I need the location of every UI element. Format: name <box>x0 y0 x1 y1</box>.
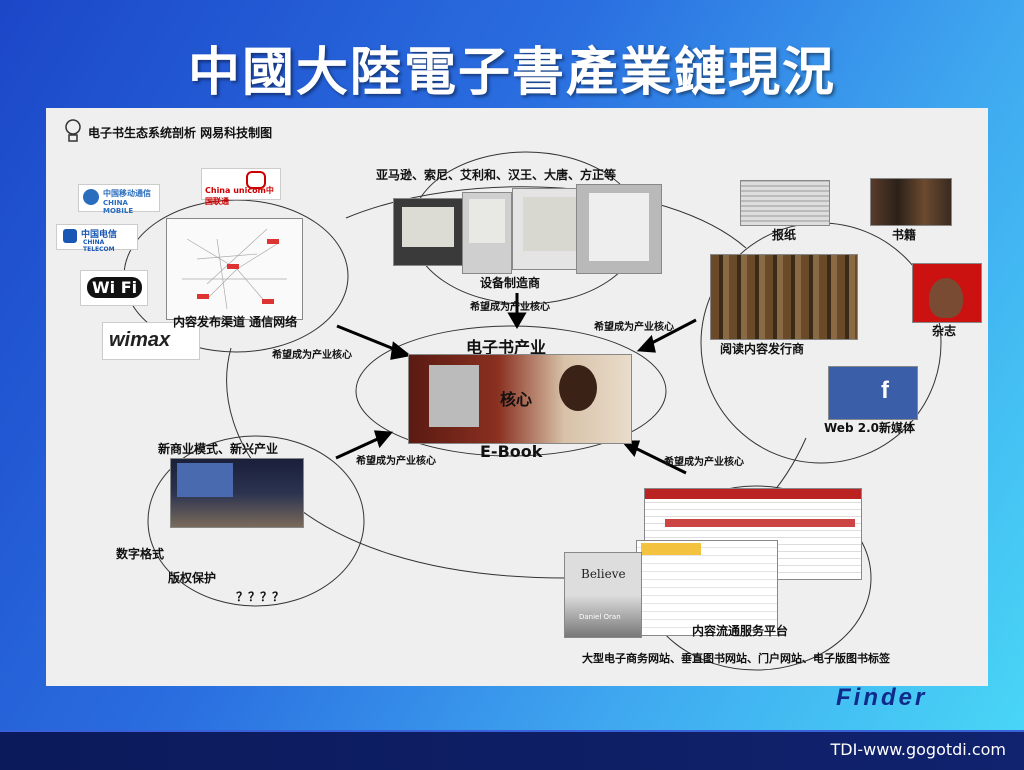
newspaper-image <box>740 180 830 226</box>
network-graph-image <box>166 218 303 320</box>
device-makers-label: 设备制造商 <box>480 276 541 290</box>
china-unicom-logo: China unicom中国联通 <box>201 168 281 206</box>
library-image <box>710 254 858 340</box>
arrow-label-right-bottom: 希望成为产业核心 <box>664 457 744 468</box>
magazine-image <box>912 263 982 323</box>
diagram-header: 电子书生态系统剖析 网易科技制图 <box>88 126 273 140</box>
ereader-image-2 <box>462 192 512 274</box>
magazine-label: 杂志 <box>932 324 957 338</box>
arrow-label-left-top: 希望成为产业核心 <box>272 350 352 361</box>
books-image <box>870 178 952 226</box>
footer-bar: TDI-www.gogotdi.com <box>0 730 1024 770</box>
digital-format-label: 数字格式 <box>116 547 165 561</box>
copyright-label: 版权保护 <box>168 571 217 585</box>
ereader-image-4 <box>576 184 662 274</box>
wifi-logo: Wi Fi <box>80 270 148 306</box>
ereader-image-1 <box>393 198 463 266</box>
core-label: 核心 <box>500 390 533 409</box>
finder-logo: Finder <box>836 684 928 711</box>
ecosystem-diagram: 电子书生态系统剖析 网易科技制图 中国移动通信 CHINA MOBILE Chi… <box>46 108 988 686</box>
ebook-center-image <box>408 354 632 444</box>
unknown-label: ？？？？ <box>236 590 285 604</box>
distributors-label: 阅读内容发行商 <box>720 342 805 356</box>
ebook-label: E-Book <box>480 442 543 461</box>
newspaper-label: 报纸 <box>772 228 797 242</box>
diagram-lines <box>123 151 942 671</box>
vendors-label: 亚马逊、索尼、艾利和、汉王、大唐、方正等 <box>376 168 617 182</box>
book-cover-image: Believe Daniel Oran <box>564 552 642 638</box>
arrow-label-left-bottom: 希望成为产业核心 <box>356 456 436 467</box>
arrow-label-top: 希望成为产业核心 <box>470 302 550 313</box>
footer-url: TDI-www.gogotdi.com <box>830 740 1006 759</box>
lightbulb-icon <box>65 119 81 142</box>
channel-label: 内容发布渠道 通信网络 <box>173 315 298 329</box>
slide-title: 中國大陸電子書產業鏈現況 <box>187 43 836 103</box>
wimax-logo: wimax <box>102 322 200 360</box>
web20-label: Web 2.0新媒体 <box>824 421 915 435</box>
new-business-label: 新商业模式、新兴产业 <box>158 442 279 456</box>
books-label: 书籍 <box>892 228 917 242</box>
sites-label: 大型电子商务网站、垂直图书网站、门户网站、电子版图书标签 <box>582 652 890 665</box>
conference-image <box>170 458 304 528</box>
kindle-store-image <box>636 540 778 636</box>
china-mobile-logo: 中国移动通信 CHINA MOBILE <box>78 184 160 215</box>
facebook-image: f <box>828 366 918 420</box>
china-telecom-logo: 中国电信 CHINA TELECOM <box>56 224 138 253</box>
service-platform-label: 内容流通服务平台 <box>692 624 789 638</box>
arrow-label-right-top: 希望成为产业核心 <box>594 322 674 333</box>
industry-label: 电子书产业 <box>466 338 547 357</box>
